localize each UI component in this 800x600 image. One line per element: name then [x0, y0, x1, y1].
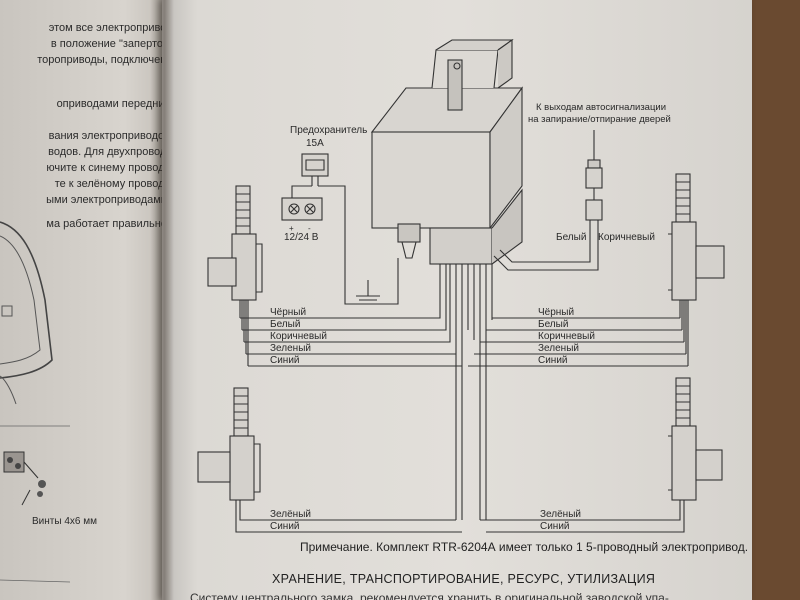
alarm-label-2: на запирание/отпирание дверей [528, 114, 671, 125]
fuse [301, 153, 329, 186]
left-text-line: этом все электроприво- [48, 22, 170, 34]
left-wire-label: Белый [270, 319, 300, 330]
right-wire-label: Белый [538, 319, 568, 330]
left-text-line: ма работает правильно. [46, 218, 170, 230]
battery-minus: - [308, 224, 311, 233]
left-text-line: вания электроприводов [48, 130, 170, 142]
left-text-line: водов. Для двухпровод- [48, 146, 170, 158]
left-wire-label: Коричневый [270, 331, 327, 342]
actuator-top-right [668, 173, 725, 301]
left-wire-label: Чёрный [270, 307, 306, 318]
bottom-left-wire-label: Зелёный [270, 509, 311, 520]
battery [281, 197, 323, 221]
book-gutter [150, 0, 174, 600]
right-wire-label: Чёрный [538, 307, 574, 318]
actuator-top-left [207, 185, 263, 301]
fuse-rating: 15А [306, 138, 324, 149]
right-wire-label: Синий [538, 355, 568, 366]
bottom-left-wire-label: Синий [270, 521, 300, 532]
left-text-line: ючите к синему проводу [46, 162, 170, 174]
bottom-right-wire-label: Зелёный [540, 509, 581, 520]
right-wire-label: Коричневый [538, 331, 595, 342]
control-unit [370, 38, 524, 265]
left-text-line: те к зелёному проводу [54, 178, 170, 190]
left-page: этом все электроприво- в положение "запе… [0, 0, 178, 600]
alarm-label-1: К выходам автосигнализации [536, 102, 666, 113]
left-wire-label: Синий [270, 355, 300, 366]
actuator-bottom-right [668, 377, 723, 501]
right-wire-label: Зеленый [538, 343, 579, 354]
cutoff-paragraph: Систему центрального замка, рекомендуетс… [190, 591, 669, 600]
actuator-bottom-left [197, 387, 261, 501]
alarm-connector [585, 130, 603, 244]
bottom-right-wire-label: Синий [540, 521, 570, 532]
left-wire-label: Зеленый [270, 343, 311, 354]
alarm-wire-brown: Коричневый [598, 232, 655, 243]
left-text-line: оприводами передних [56, 98, 170, 110]
battery-plus: + [289, 224, 294, 233]
left-text-line: ыми электроприводами. [46, 194, 170, 206]
left-text-line: тороприводы, подключен- [37, 54, 170, 66]
fuse-label: Предохранитель [290, 125, 367, 136]
left-text-line: в положение "заперто". [50, 38, 170, 50]
section-heading: ХРАНЕНИЕ, ТРАНСПОРТИРОВАНИЕ, РЕСУРС, УТИ… [272, 572, 656, 586]
screws-label: Винты 4х6 мм [32, 516, 97, 527]
wiring-diagram: Предохранитель 15А + - 12/24 В К выходам… [197, 38, 725, 533]
car-door-illustration: Винты 4х6 мм [0, 221, 97, 583]
alarm-wire-white: Белый [556, 232, 586, 243]
battery-label: 12/24 В [284, 232, 319, 243]
diagram-note: Примечание. Комплект RTR-6204А имеет тол… [300, 540, 749, 554]
